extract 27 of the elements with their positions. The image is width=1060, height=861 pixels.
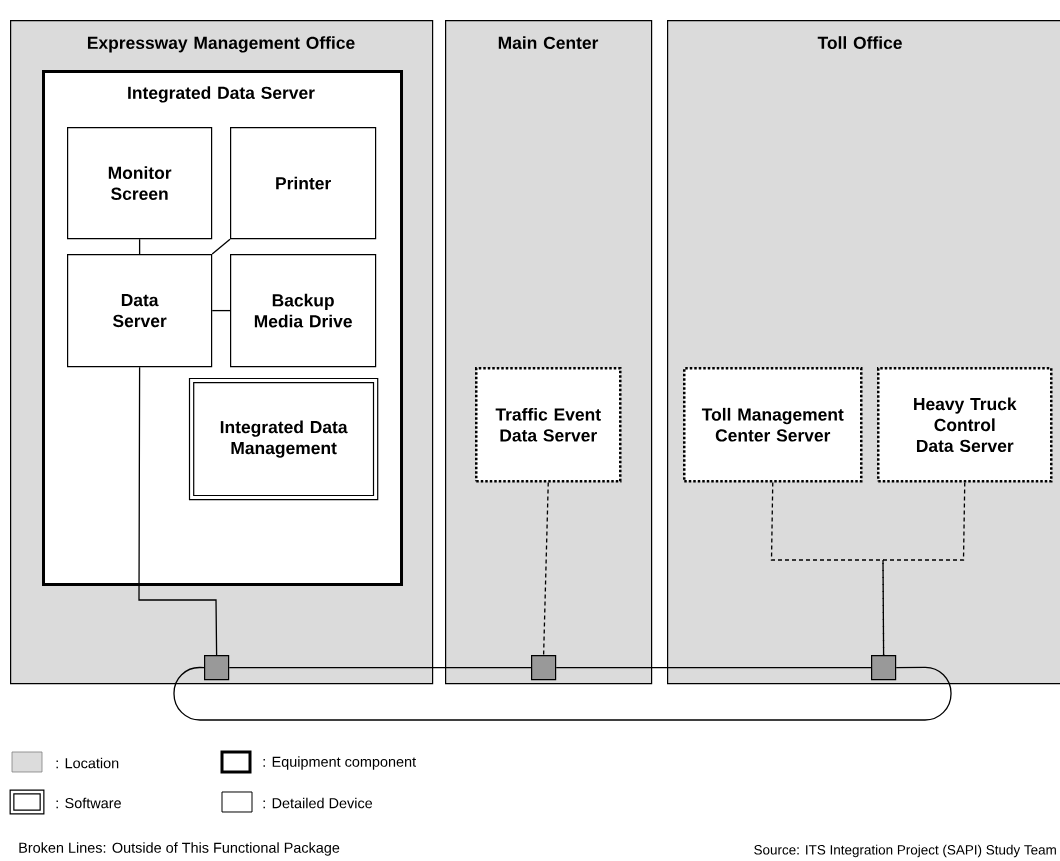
external-server-box: Heavy Truck Control Data Server (877, 367, 1053, 483)
connector-line (882, 481, 966, 656)
connector-line (770, 481, 885, 656)
connector-line (542, 481, 549, 656)
device-box: Printer (230, 127, 377, 240)
device-box: Data Server (67, 254, 213, 368)
network-node (871, 655, 897, 681)
connector-line (211, 238, 231, 255)
note-text: Source: ITS Integration Project (SAPI) Study Team (754, 844, 1056, 858)
connector-line (228, 666, 532, 669)
external-server-box: Toll Management Center Server (683, 367, 863, 483)
software-box: Integrated Data Management (188, 377, 379, 501)
legend-text: : Software (56, 797, 121, 809)
device-box: Backup Media Drive (230, 254, 377, 368)
connector-line (555, 666, 872, 669)
connector-line (211, 309, 231, 312)
device-box: Monitor Screen (67, 127, 213, 240)
network-node (531, 655, 557, 681)
note-text: Broken Lines: Outside of This Functional Package (19, 842, 340, 856)
legend-text: : Detailed Device (263, 797, 373, 809)
network-node (204, 655, 230, 681)
legend-text: : Location (56, 757, 119, 769)
connector-line (138, 366, 218, 656)
connector-line (173, 666, 952, 721)
external-server-box: Traffic Event Data Server (475, 367, 622, 483)
legend-text: : Equipment component (263, 756, 416, 770)
connector-line (138, 238, 141, 255)
